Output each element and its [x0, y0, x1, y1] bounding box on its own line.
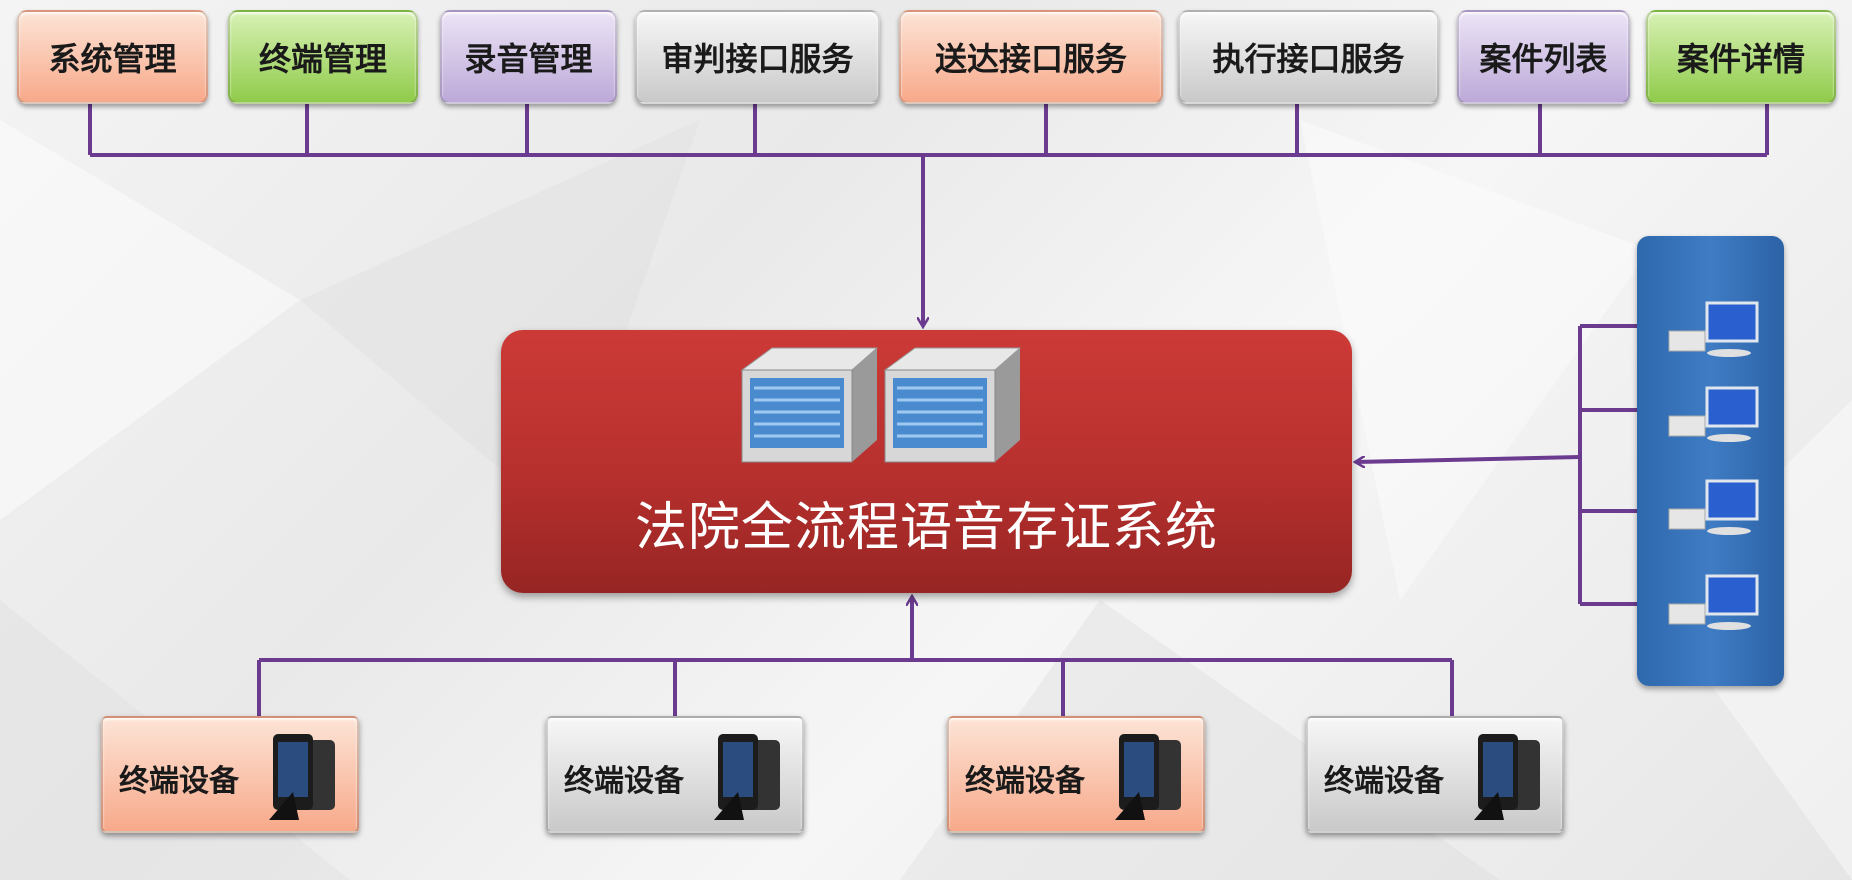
core-system-title: 法院全流程语音存证系统: [634, 498, 1218, 558]
module-label: 送达接口服务: [934, 40, 1127, 78]
terminal-device-1[interactable]: 终端设备: [101, 716, 359, 833]
core-system-box: 法院全流程语音存证系统: [501, 330, 1352, 593]
client-panel: [1637, 236, 1784, 686]
phone-device-icon: [269, 734, 335, 820]
module-label: 案件列表: [1479, 40, 1608, 78]
module-label: 系统管理: [48, 40, 177, 78]
server-icon: [883, 347, 1022, 463]
computer-icon[interactable]: [1667, 386, 1759, 444]
module-delivery-interface-service[interactable]: 送达接口服务: [899, 10, 1163, 104]
module-terminal-management[interactable]: 终端管理: [228, 10, 418, 104]
module-execution-interface-service[interactable]: 执行接口服务: [1178, 10, 1439, 104]
module-case-detail[interactable]: 案件详情: [1646, 10, 1836, 104]
module-label: 录音管理: [464, 40, 593, 78]
module-label: 案件详情: [1676, 40, 1805, 78]
terminal-device-4[interactable]: 终端设备: [1306, 716, 1564, 833]
computer-icon[interactable]: [1667, 479, 1759, 537]
module-recording-management[interactable]: 录音管理: [440, 10, 617, 104]
terminal-label: 终端设备: [564, 764, 684, 799]
module-label: 执行接口服务: [1212, 40, 1405, 78]
module-label: 审判接口服务: [661, 40, 854, 78]
module-trial-interface-service[interactable]: 审判接口服务: [635, 10, 880, 104]
computer-icon[interactable]: [1667, 301, 1759, 359]
terminal-label: 终端设备: [965, 764, 1085, 799]
module-case-list[interactable]: 案件列表: [1457, 10, 1630, 104]
phone-device-icon: [714, 734, 780, 820]
phone-device-icon: [1115, 734, 1181, 820]
terminal-label: 终端设备: [1324, 764, 1444, 799]
terminal-device-3[interactable]: 终端设备: [947, 716, 1205, 833]
terminal-device-2[interactable]: 终端设备: [546, 716, 804, 833]
server-icon: [740, 347, 879, 463]
module-label: 终端管理: [258, 40, 387, 78]
phone-device-icon: [1474, 734, 1540, 820]
terminal-label: 终端设备: [119, 764, 239, 799]
computer-icon[interactable]: [1667, 574, 1759, 632]
module-system-management[interactable]: 系统管理: [17, 10, 208, 104]
